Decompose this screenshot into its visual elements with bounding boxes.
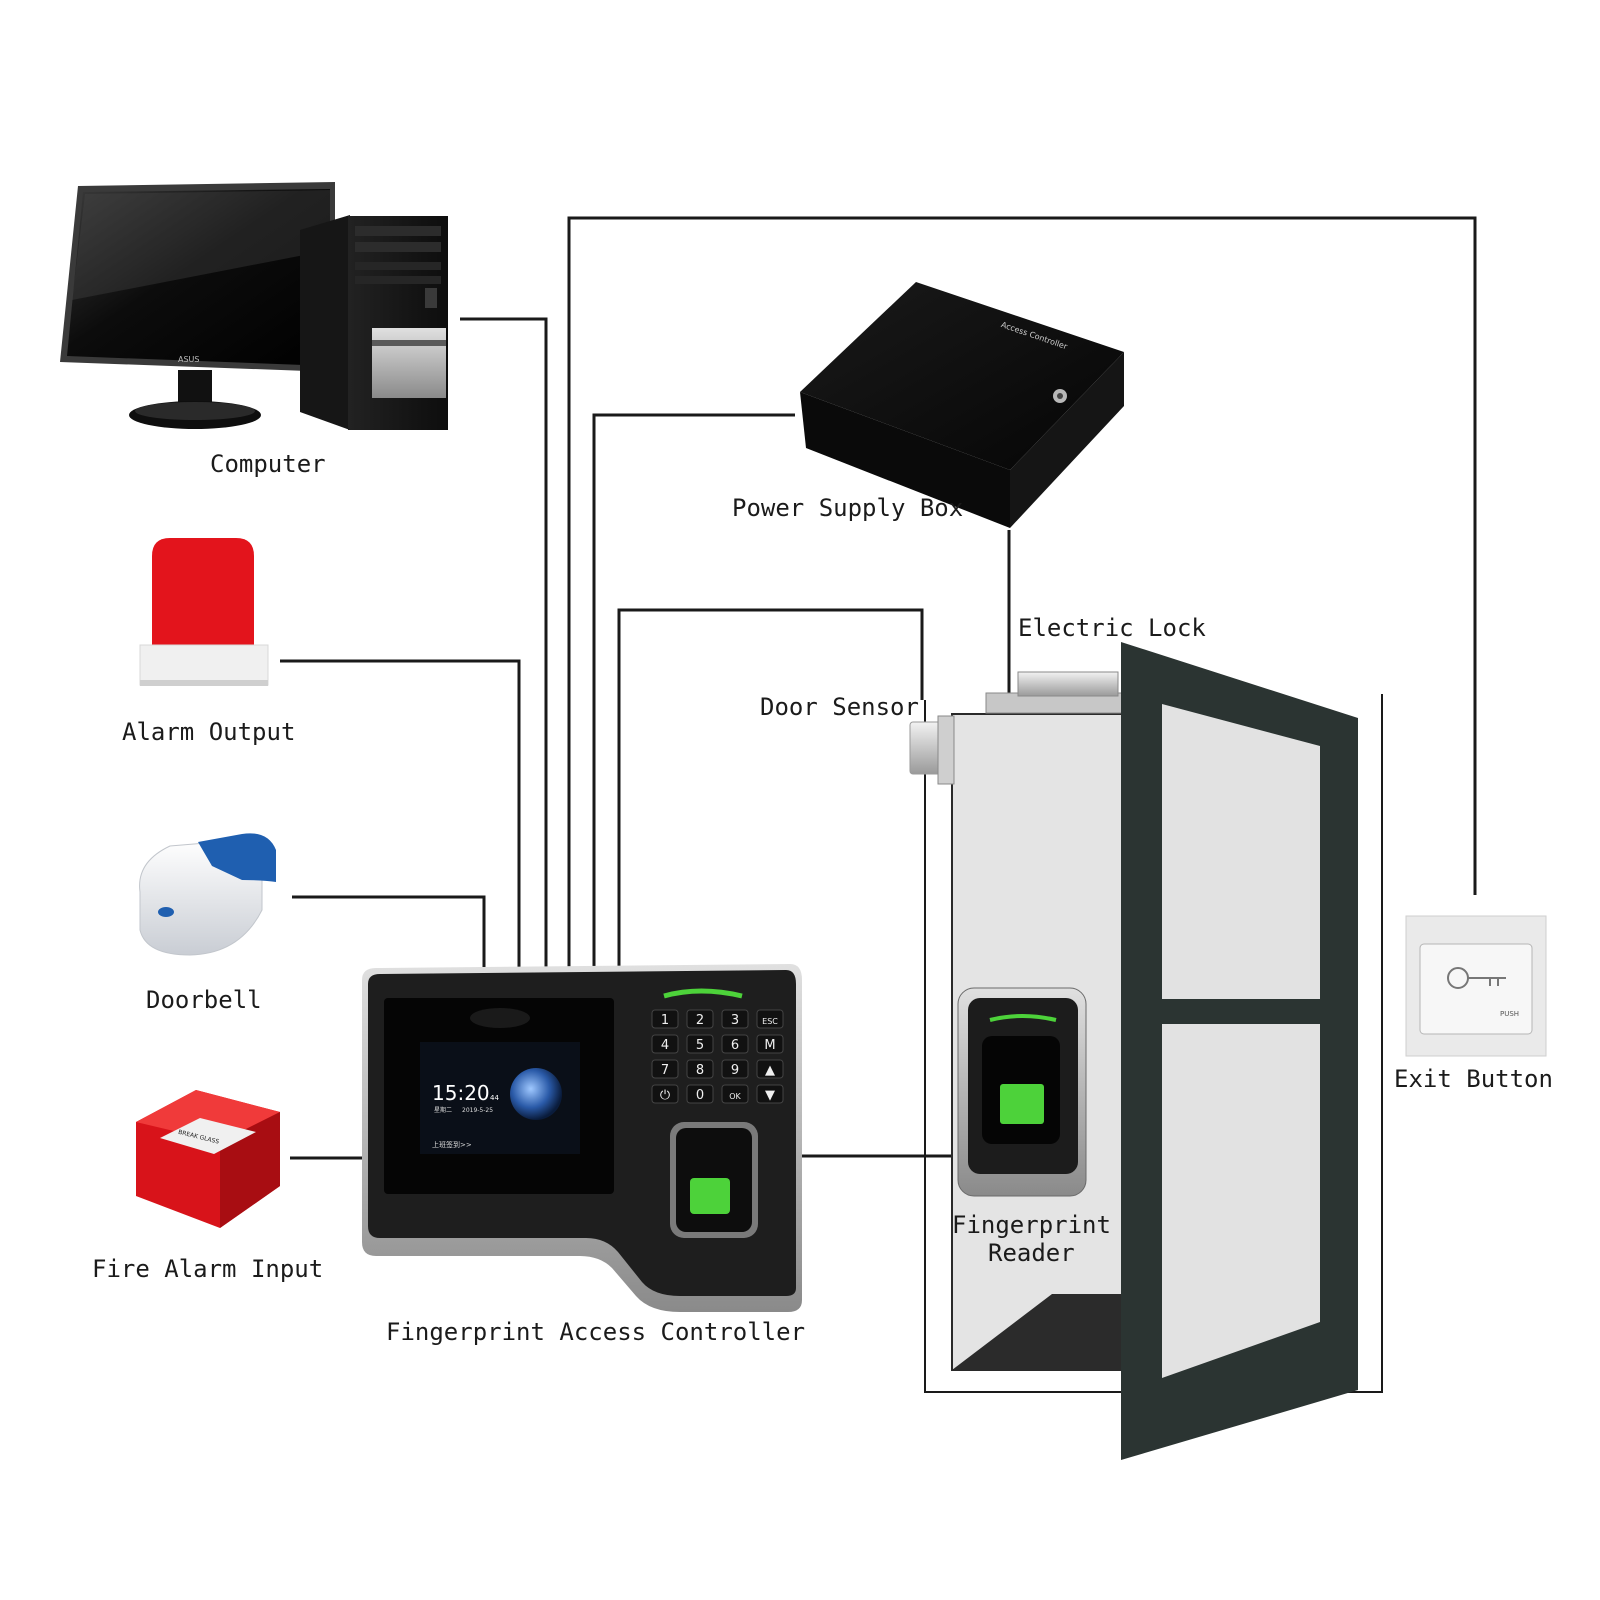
keypad-key-label: 1: [661, 1013, 669, 1028]
wire-door-sensor: [617, 608, 924, 970]
keypad-key: M: [756, 1034, 784, 1054]
monitor-brand: ASUS: [178, 355, 199, 364]
label-fingerprint-access-controller: Fingerprint Access Controller: [386, 1318, 806, 1346]
label-doorbell: Doorbell: [146, 986, 262, 1014]
wire-power-supply: [592, 413, 795, 970]
keypad-key: 9: [721, 1059, 749, 1079]
keypad-key-label: 2: [696, 1013, 704, 1028]
screen-time: 15:20: [432, 1081, 490, 1105]
label-power-supply-box: Power Supply Box: [732, 494, 964, 522]
label-alarm-output: Alarm Output: [122, 718, 296, 746]
keypad-key: 3: [721, 1009, 749, 1029]
computer: ASUS: [60, 182, 448, 430]
door-sensor-device: [909, 715, 955, 785]
exit-plate-text: PUSH: [1500, 1010, 1519, 1018]
power-supply-device: Access Controller: [800, 282, 1124, 528]
keypad-key: 5: [686, 1034, 714, 1054]
doorbell-device: [139, 833, 276, 956]
keypad-key-label: 4: [661, 1038, 669, 1053]
electric-lock-device: [985, 671, 1127, 714]
keypad-key-label: ⏻: [660, 1088, 670, 1103]
keypad-key: 6: [721, 1034, 749, 1054]
wire-doorbell: [292, 895, 486, 970]
keypad: 1 2 3 ESC 4 5 6 M 7 8 9 ▲ ⏻ 0 OK ▼: [651, 1009, 784, 1104]
keypad-key: 1: [651, 1009, 679, 1029]
label-fingerprint-reader-line1: Fingerprint: [952, 1211, 1111, 1239]
screen-weekday: 星期二: [434, 1106, 452, 1114]
keypad-key-label: 3: [731, 1013, 739, 1028]
label-fingerprint-reader-line2: Reader: [988, 1239, 1075, 1267]
keypad-key-label: 9: [731, 1063, 739, 1078]
keypad-key: 4: [651, 1034, 679, 1054]
keypad-key-label: 7: [661, 1063, 669, 1078]
controller-fingerprint-sensor: [690, 1178, 730, 1214]
keypad-key-label: 8: [696, 1063, 704, 1078]
keypad-key-label: ▼: [765, 1088, 775, 1103]
label-exit-button: Exit Button: [1394, 1065, 1553, 1093]
label-computer: Computer: [210, 450, 326, 478]
screen-globe-icon: [510, 1068, 562, 1120]
keypad-key: OK: [721, 1084, 749, 1104]
screen-date: 2019-5-25: [462, 1107, 493, 1114]
exit-button-device: PUSH: [1405, 915, 1547, 1057]
keypad-key: ⏻: [651, 1084, 679, 1104]
screen-time-suffix: 44: [490, 1094, 499, 1102]
keypad-key: 8: [686, 1059, 714, 1079]
keypad-key-label: ▲: [765, 1063, 775, 1078]
reader-fingerprint-sensor: [1000, 1084, 1044, 1124]
keypad-key: ▲: [756, 1059, 784, 1079]
fingerprint-access-controller: 15:20 44 星期二 2019-5-25 上班签到>> 1 2 3 ESC 4 5 6 M…: [362, 964, 802, 1312]
keypad-key: ▼: [756, 1084, 784, 1104]
wire-computer: [460, 317, 548, 970]
keypad-key-label: 0: [696, 1088, 704, 1103]
label-fire-alarm-input: Fire Alarm Input: [92, 1255, 324, 1283]
keypad-key-label: OK: [729, 1092, 741, 1101]
fingerprint-reader-device: [957, 987, 1087, 1197]
label-electric-lock: Electric Lock: [1018, 614, 1206, 642]
wires: [280, 216, 1477, 1160]
keypad-key-label: M: [764, 1038, 775, 1053]
keypad-key-label: 5: [696, 1038, 704, 1053]
alarm-output-device: [139, 538, 269, 686]
keypad-key: ESC: [756, 1009, 784, 1029]
keypad-key-label: 6: [731, 1038, 739, 1053]
wire-alarm-output: [280, 659, 521, 970]
screen-footer: 上班签到>>: [432, 1140, 472, 1149]
keypad-key: 2: [686, 1009, 714, 1029]
keypad-key: 0: [686, 1084, 714, 1104]
fire-alarm-device: BREAK GLASS: [136, 1090, 280, 1228]
label-door-sensor: Door Sensor: [760, 693, 919, 721]
keypad-key: 7: [651, 1059, 679, 1079]
wire-exit-button: [567, 216, 1477, 970]
keypad-key-label: ESC: [762, 1017, 778, 1026]
door-assembly: [909, 642, 1383, 1460]
